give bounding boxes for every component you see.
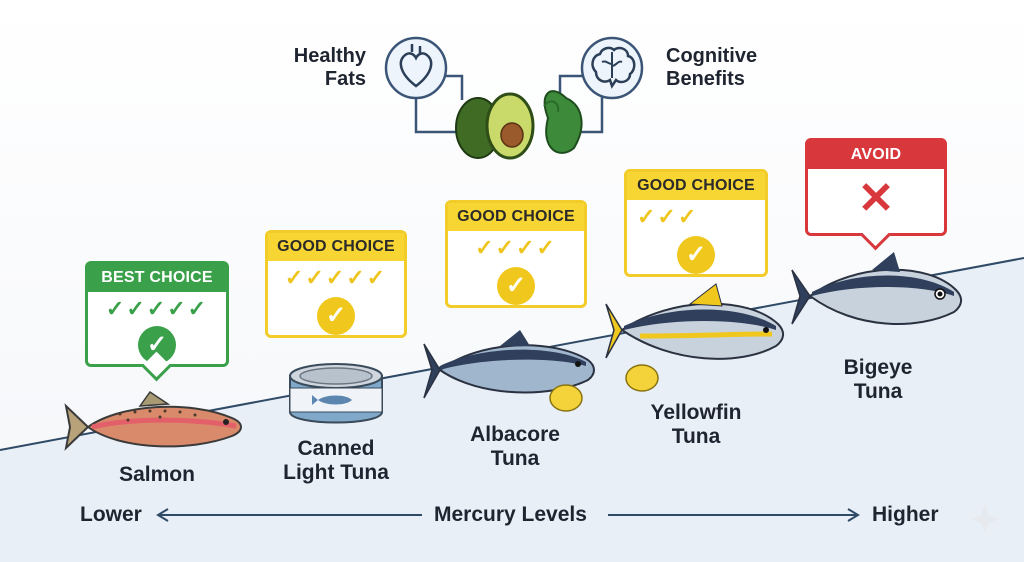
- canned-tuna-check-row: ✓✓✓✓✓: [284, 265, 388, 290]
- yellowfin-check-icon: ✓: [677, 236, 715, 274]
- albacore-tuna-label: Albacore Tuna: [455, 423, 575, 471]
- yellowfin-rating-card: GOOD CHOICE ✓✓✓ ✓: [624, 169, 768, 277]
- brain-icon: [580, 36, 644, 100]
- bigeye-tuna-label: Bigeye Tuna: [820, 356, 936, 404]
- canned-light-tuna-line2: Light Tuna: [283, 461, 389, 484]
- axis-title: Mercury Levels: [434, 503, 587, 526]
- yellowfin-tuna-fish: [605, 283, 784, 392]
- bigeye-rating-card: AVOID ✕: [805, 138, 947, 251]
- yellowfin-line2: Tuna: [671, 425, 721, 448]
- canned-tuna-check-icon: ✓: [317, 297, 355, 335]
- canned-light-tuna-label: Canned Light Tuna: [270, 437, 402, 485]
- albacore-line2: Tuna: [490, 447, 540, 470]
- yellowfin-line1: Yellowfin: [650, 401, 742, 424]
- avocado-icon: [455, 90, 583, 160]
- cognitive-benefits-line1: Cognitive: [666, 45, 758, 67]
- healthy-fats-line1: Healthy: [293, 45, 366, 67]
- canned-tuna-badge: GOOD CHOICE: [268, 233, 404, 261]
- healthy-fats-line2: Fats: [324, 68, 366, 90]
- yellowfin-tuna-label: Yellowfin Tuna: [634, 401, 758, 449]
- avoid-x-icon: ✕: [857, 174, 895, 223]
- bigeye-line1: Bigeye: [843, 356, 913, 379]
- salmon-badge: BEST CHOICE: [88, 264, 226, 292]
- cognitive-benefits-label: Cognitive Benefits: [666, 45, 757, 91]
- axis-lower-label: Lower: [80, 503, 142, 526]
- albacore-tuna-fish: [423, 330, 595, 412]
- canned-light-tuna-line1: Canned: [297, 437, 375, 460]
- mercury-axis-arrow: [156, 508, 860, 522]
- canned-tuna-can: [289, 363, 383, 424]
- salmon-check-row: ✓✓✓✓✓: [105, 296, 209, 321]
- sparkle-icon: [971, 505, 999, 533]
- albacore-badge: GOOD CHOICE: [448, 203, 584, 231]
- albacore-line1: Albacore: [470, 423, 560, 446]
- bigeye-line2: Tuna: [853, 380, 903, 403]
- salmon-rating-card: BEST CHOICE ✓✓✓✓✓ ✓: [85, 261, 229, 382]
- bigeye-badge: AVOID: [808, 141, 944, 169]
- bigeye-tuna-fish: [791, 252, 962, 325]
- albacore-rating-card: GOOD CHOICE ✓✓✓✓ ✓: [445, 200, 587, 308]
- salmon-check-icon: ✓: [138, 326, 176, 364]
- salmon-name: Salmon: [119, 463, 195, 486]
- canned-tuna-rating-card: GOOD CHOICE ✓✓✓✓✓ ✓: [265, 230, 407, 338]
- yellowfin-badge: GOOD CHOICE: [627, 172, 765, 200]
- cognitive-benefits-line2: Benefits: [666, 68, 745, 90]
- salmon-label: Salmon: [95, 463, 219, 487]
- heart-icon: [384, 36, 448, 100]
- albacore-check-icon: ✓: [497, 267, 535, 305]
- healthy-fats-label: Healthy Fats: [290, 45, 366, 91]
- salmon-fish: [64, 390, 242, 451]
- albacore-check-row: ✓✓✓✓: [475, 235, 557, 260]
- yellowfin-check-row: ✓✓✓: [637, 204, 699, 229]
- axis-higher-label: Higher: [872, 503, 939, 526]
